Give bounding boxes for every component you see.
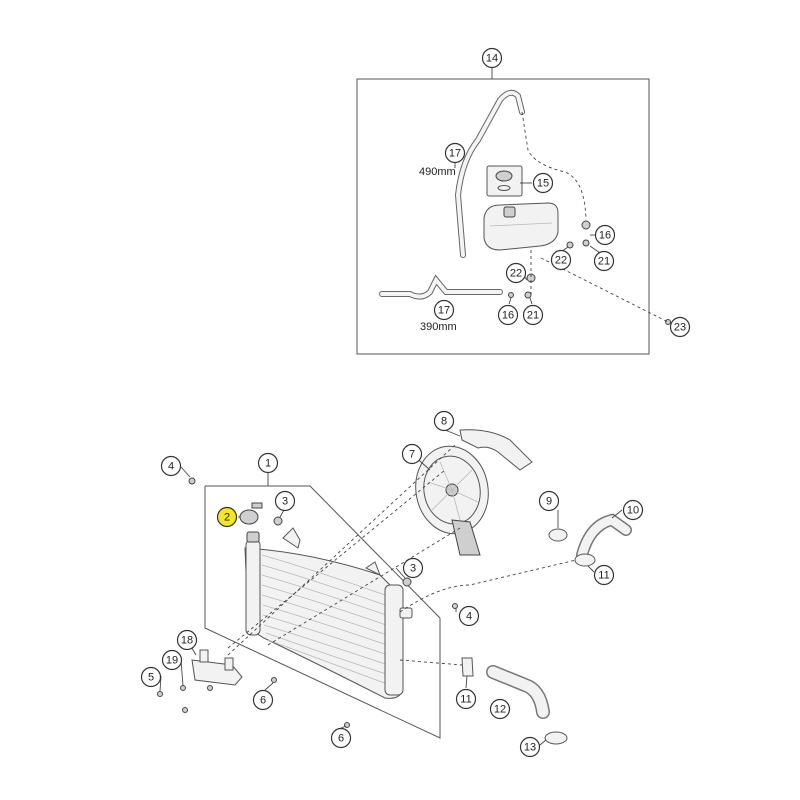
- callout-22b: 22: [550, 249, 572, 271]
- radiator-assembly: [157, 429, 632, 746]
- callout-12: 12: [489, 698, 511, 720]
- callout-7: 7: [401, 443, 423, 465]
- callout-label: 19: [166, 655, 178, 667]
- callout-14: 14: [481, 47, 503, 69]
- callout-label: 7: [409, 449, 415, 461]
- expansion-tank: [483, 202, 559, 251]
- mounting-bracket: [191, 659, 243, 686]
- callout-8: 8: [433, 410, 455, 432]
- radiator-core: [244, 547, 403, 699]
- callout-label: 3: [410, 563, 416, 575]
- callout-label: 22: [555, 255, 567, 267]
- radiator-cap: [239, 509, 259, 525]
- hose-clamp-13: [544, 731, 568, 745]
- callout-6b: 6: [330, 727, 352, 749]
- callout-label: 10: [627, 505, 639, 517]
- callout-label: 12: [494, 704, 506, 716]
- callout-label: 21: [598, 256, 610, 268]
- callout-label: 16: [599, 230, 611, 242]
- callout-15: 15: [532, 172, 554, 194]
- callout-label: 11: [460, 694, 471, 706]
- callout-4a: 4: [160, 455, 182, 477]
- callout-17a: 17: [444, 142, 466, 164]
- callout-21a: 21: [593, 250, 615, 272]
- callout-label: 4: [168, 461, 174, 473]
- callout-label: 13: [524, 742, 536, 754]
- callout-6a: 6: [252, 689, 274, 711]
- callout-label: 15: [537, 178, 549, 190]
- callout-label: 6: [338, 733, 344, 745]
- callout-17b: 17: [433, 299, 455, 321]
- callout-5: 5: [140, 666, 162, 688]
- callout-label: 4: [466, 611, 472, 623]
- callout-16a: 16: [594, 224, 616, 246]
- callout-label: 5: [148, 672, 154, 684]
- callout-11b: 11: [455, 688, 477, 710]
- callout-label: 17: [449, 148, 461, 160]
- callout-label: 14: [486, 53, 498, 65]
- callout-19: 19: [161, 649, 183, 671]
- callout-label: 23: [674, 322, 686, 334]
- callout-label: 16: [502, 310, 514, 322]
- callout-label: 3: [282, 496, 288, 508]
- callout-13: 13: [519, 736, 541, 758]
- callout-9: 9: [538, 490, 560, 512]
- expansion-tank-assembly: 490mm 390mm: [356, 65, 671, 355]
- radiator-frame: [204, 486, 441, 739]
- callout-16b: 16: [497, 304, 519, 326]
- callout-label: 11: [598, 570, 609, 582]
- hose-clamp-9: [548, 528, 568, 542]
- callout-label: 18: [181, 635, 193, 647]
- callout-4b: 4: [458, 605, 480, 627]
- callout-3a: 3: [274, 490, 296, 512]
- callout-label: 17: [438, 305, 450, 317]
- callout-23: 23: [669, 316, 691, 338]
- hose-lower-length: 390mm: [420, 321, 457, 333]
- sub-assembly-frame: [356, 78, 650, 355]
- callout-label: 9: [546, 496, 552, 508]
- callout-label: 22: [510, 268, 522, 280]
- callout-10: 10: [622, 499, 644, 521]
- hose-upper-length: 490mm: [419, 166, 456, 178]
- callout-label: 21: [527, 310, 539, 322]
- callout-1: 1: [257, 452, 279, 474]
- callout-label: 8: [441, 416, 447, 428]
- callout-22a: 22: [505, 262, 527, 284]
- callout-label: 6: [260, 695, 266, 707]
- callout-18: 18: [176, 629, 198, 651]
- callout-label: 1: [265, 458, 271, 470]
- callout-label: 2: [224, 512, 230, 524]
- callout-11a: 11: [593, 564, 615, 586]
- callout-21b: 21: [522, 304, 544, 326]
- callout-3b: 3: [402, 557, 424, 579]
- fan-shroud: [459, 429, 533, 471]
- callout-2: 2: [216, 506, 238, 528]
